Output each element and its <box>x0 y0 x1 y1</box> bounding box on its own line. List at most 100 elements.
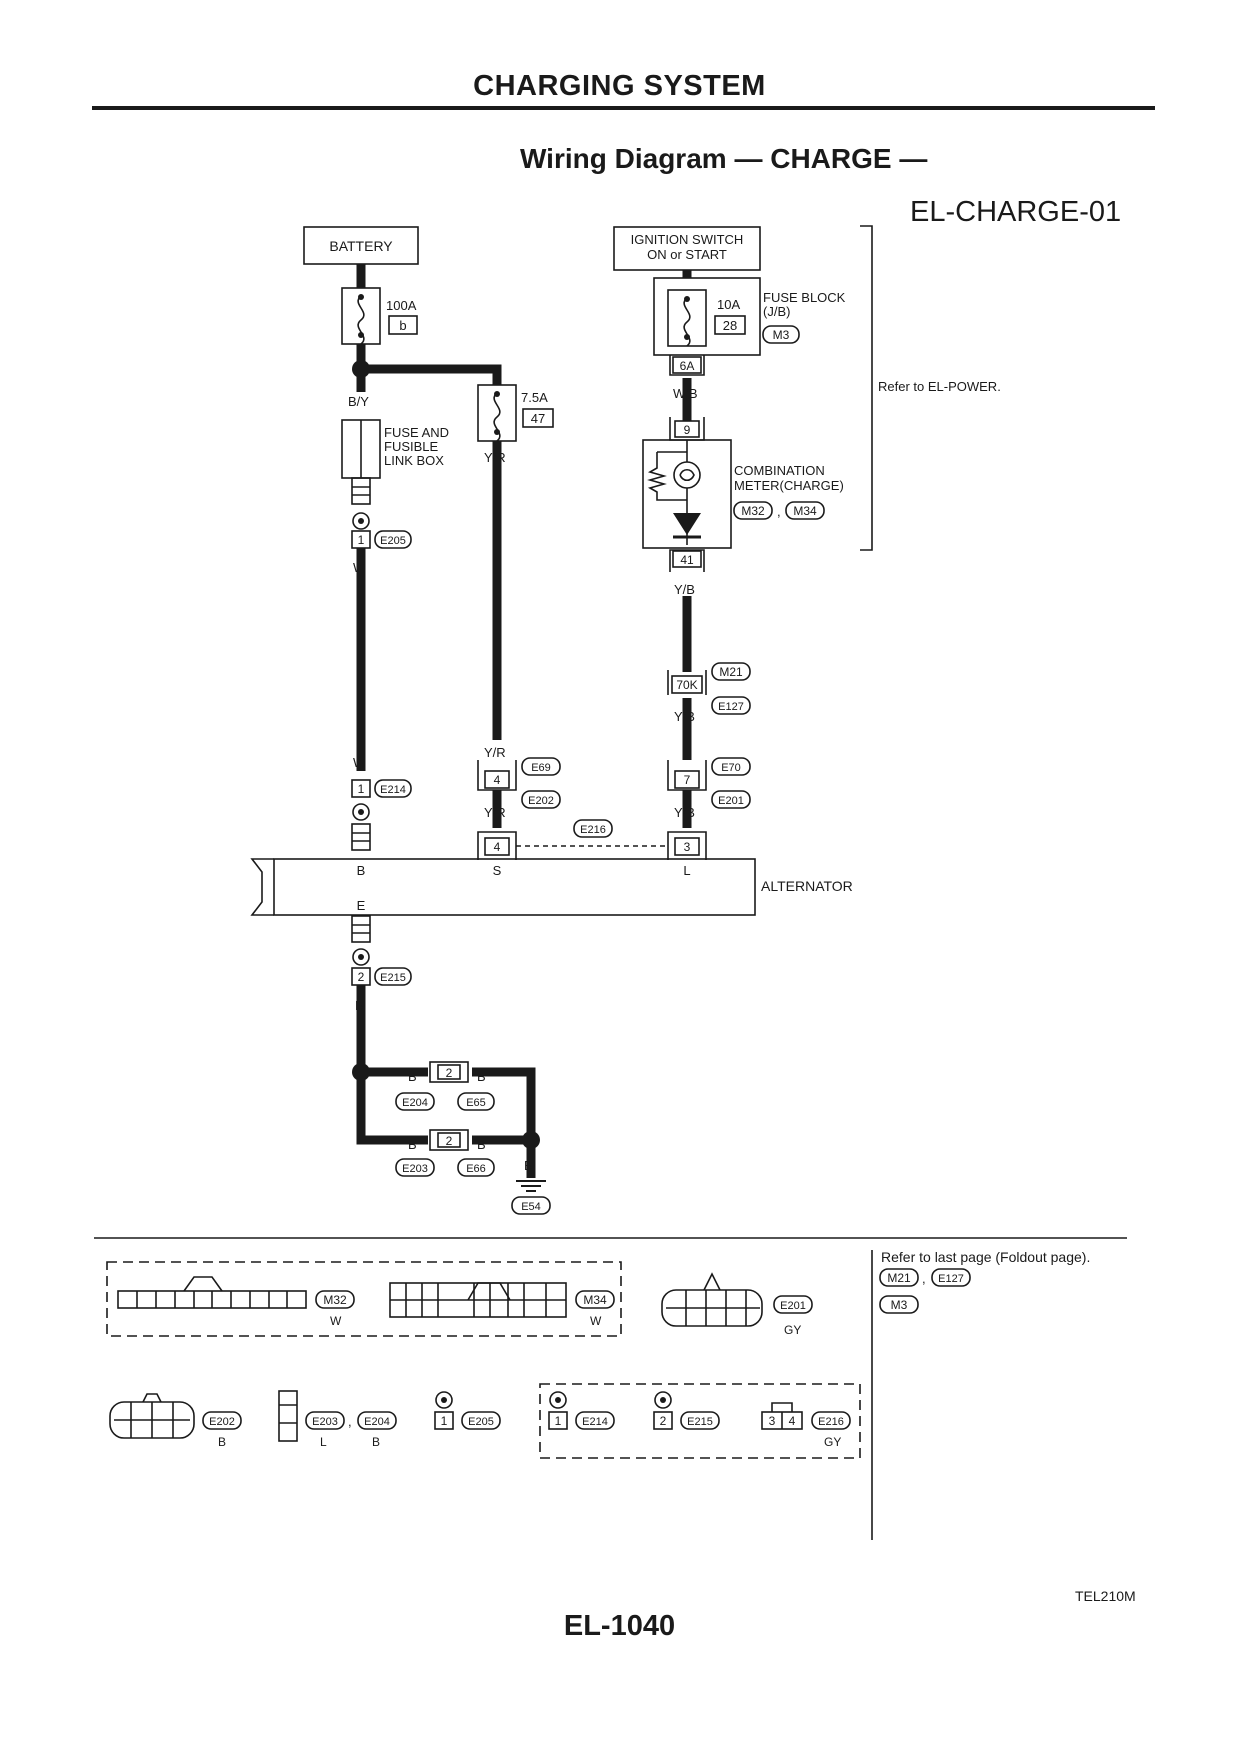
connector-e204: E204 <box>402 1097 428 1109</box>
face-pin-4-e216: 4 <box>789 1414 796 1428</box>
alternator-terminal-e: E <box>357 898 366 913</box>
refer-power-bracket <box>860 225 873 551</box>
ignition-fuse-id-box <box>714 315 746 335</box>
face-m34: M34 <box>583 1293 607 1307</box>
foldout-m21: M21 <box>887 1271 911 1285</box>
connector-tag-e69 <box>521 757 561 776</box>
face-e202: E202 <box>209 1416 235 1428</box>
alternator-body <box>273 858 756 916</box>
page-section-title: CHARGING SYSTEM <box>473 70 766 102</box>
sense-fuse-amp: 7.5A <box>521 390 548 405</box>
connector-tag-e216 <box>573 819 613 838</box>
separator-meter: , <box>777 504 781 519</box>
wire-color-w-upper: W <box>353 560 366 575</box>
connector-tag-e70 <box>711 757 751 776</box>
face-pin-3-e216: 3 <box>769 1414 776 1428</box>
connector-m32-meter: M32 <box>741 504 765 518</box>
sense-fuse-id: 47 <box>531 411 545 426</box>
page-number: EL-1040 <box>563 1610 676 1642</box>
face-tag-e216 <box>811 1411 851 1430</box>
refer-power-label: Refer to EL-POWER. <box>878 379 1001 394</box>
ground-icon <box>516 1180 546 1192</box>
fuse-block-label-2: (J/B) <box>763 304 790 319</box>
wire-color-b-3: B <box>477 1069 486 1084</box>
ignition-fuse-amp: 10A <box>717 297 740 312</box>
alternator-pulley <box>250 858 274 916</box>
connector-70k-housing <box>667 670 707 695</box>
fusible-label-2: FUSIBLE <box>384 439 439 454</box>
pin-box-7 <box>674 770 700 789</box>
connector-face-m32 <box>117 1276 307 1309</box>
pin-41: 41 <box>680 553 694 567</box>
face-e204-color: B <box>372 1435 380 1449</box>
face-e216-color: GY <box>824 1435 841 1449</box>
main-fuse-id: b <box>399 318 406 333</box>
meter-pin-housing-bottom <box>669 549 705 572</box>
connector-tag-m3 <box>762 325 800 344</box>
connector-e202: E202 <box>528 795 554 807</box>
connector-tag-e65 <box>457 1092 495 1111</box>
face-tag-e204 <box>357 1411 397 1430</box>
face-tag-e215 <box>680 1411 720 1430</box>
connector-face-m34 <box>389 1282 567 1318</box>
wire-junction-sense-fuse <box>361 364 502 385</box>
connector-tag-e205 <box>374 530 412 549</box>
connector-e216: E216 <box>580 824 606 836</box>
connector-tag-e215 <box>374 967 412 986</box>
face-pin-1-e214: 1 <box>555 1414 562 1428</box>
connector-face-e201 <box>661 1272 763 1327</box>
connector-tag-e203 <box>395 1158 435 1177</box>
connector-tag-e204 <box>395 1092 435 1111</box>
fuse-block-pin-housing <box>669 355 705 376</box>
sense-fuse-id-box <box>522 408 554 428</box>
junction-dot <box>352 360 370 378</box>
wire-color-w-lower: W <box>353 755 366 770</box>
pin-box-4-s <box>484 837 510 856</box>
face-pin-box-e214 <box>548 1411 568 1430</box>
wire-color-b-1: B <box>355 998 364 1013</box>
pin-4-s: 4 <box>494 840 501 854</box>
face-e214: E214 <box>582 1416 608 1428</box>
connector-face-e202 <box>109 1393 195 1439</box>
alternator-terminal-l: L <box>683 863 690 878</box>
meter-label-2: METER(CHARGE) <box>734 478 844 493</box>
connector-tag-e66 <box>457 1158 495 1177</box>
pin-6a: 6A <box>680 359 695 373</box>
header-rule <box>92 106 1155 110</box>
connector-e69: E69 <box>531 762 551 774</box>
pin-1-e205: 1 <box>358 533 365 547</box>
connector-tag-e127 <box>711 696 751 715</box>
connector-tag-m32-meter <box>733 501 773 520</box>
face-tag-e202 <box>202 1411 242 1430</box>
wire-color-yb-3: Y/B <box>674 805 695 820</box>
foldout-e127: E127 <box>938 1273 964 1285</box>
pin-box-2-upper <box>437 1064 461 1080</box>
wire-color-wb: W/B <box>673 386 698 401</box>
pin-box-70k <box>671 675 703 694</box>
meter-label-1: COMBINATION <box>734 463 825 478</box>
pin-2-upper: 2 <box>446 1066 453 1080</box>
connector-face-e216 <box>761 1402 803 1430</box>
face-pin-2-e215: 2 <box>660 1414 667 1428</box>
fusible-label-1: FUSE AND <box>384 425 449 440</box>
connector-e65: E65 <box>466 1097 486 1109</box>
face-e203: E203 <box>312 1416 338 1428</box>
connector-e203: E203 <box>402 1163 428 1175</box>
face-tag-e201 <box>773 1295 813 1314</box>
face-tag-e214 <box>575 1411 615 1430</box>
face-pin-1-e205: 1 <box>441 1414 448 1428</box>
charge-lamp-icon <box>673 461 701 489</box>
connector-tag-m34-meter <box>785 501 825 520</box>
pin-box-6a <box>672 356 702 374</box>
face-m32-color: W <box>330 1314 342 1328</box>
wire-ground-upper-right <box>472 1067 536 1140</box>
wire-color-yr-3: Y/R <box>484 805 506 820</box>
battery-label: BATTERY <box>329 238 393 254</box>
foldout-tag-e127 <box>931 1268 971 1287</box>
pin-70k: 70K <box>676 678 697 692</box>
face-tag-e203 <box>305 1411 345 1430</box>
connector-tag-e214 <box>374 779 412 798</box>
pin-2-lower: 2 <box>446 1134 453 1148</box>
alternator-b-terminal <box>351 823 371 851</box>
face-tag-m32 <box>315 1290 355 1309</box>
